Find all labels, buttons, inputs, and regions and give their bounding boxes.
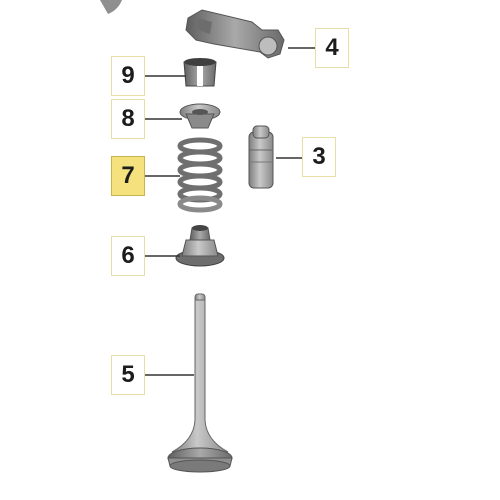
callout-7[interactable]: 7 bbox=[111, 156, 145, 196]
corner-fragment bbox=[100, 0, 122, 14]
leader-lines bbox=[145, 47, 316, 376]
hydraulic-lifter-part bbox=[248, 125, 274, 189]
valve-part bbox=[167, 293, 233, 473]
valve-collet-part bbox=[183, 58, 217, 87]
callout-8[interactable]: 8 bbox=[111, 99, 145, 139]
spring-retainer-part bbox=[179, 103, 221, 129]
callout-5[interactable]: 5 bbox=[111, 355, 145, 395]
rocker-arm-part bbox=[185, 9, 285, 59]
callout-6[interactable]: 6 bbox=[111, 236, 145, 276]
callout-3[interactable]: 3 bbox=[302, 137, 336, 177]
valve-stem-seal-part bbox=[175, 225, 225, 267]
callout-4[interactable]: 4 bbox=[315, 28, 349, 68]
valve-spring-part bbox=[177, 137, 223, 213]
callout-9[interactable]: 9 bbox=[111, 56, 145, 96]
